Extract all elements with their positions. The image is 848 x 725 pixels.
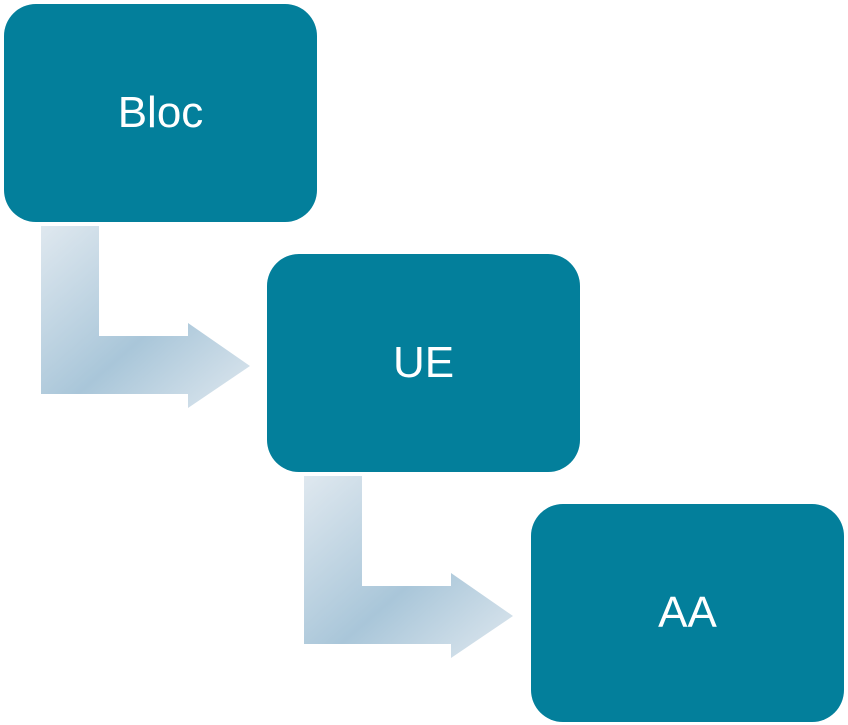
node-ue: UE [267, 254, 580, 472]
node-aa: AA [531, 504, 844, 722]
bent-arrow-icon [304, 476, 513, 658]
node-bloc: Bloc [4, 4, 317, 222]
bent-arrow-icon [41, 226, 250, 408]
node-label: UE [392, 338, 455, 387]
node-label: AA [658, 588, 717, 637]
node-label: Bloc [117, 88, 204, 137]
